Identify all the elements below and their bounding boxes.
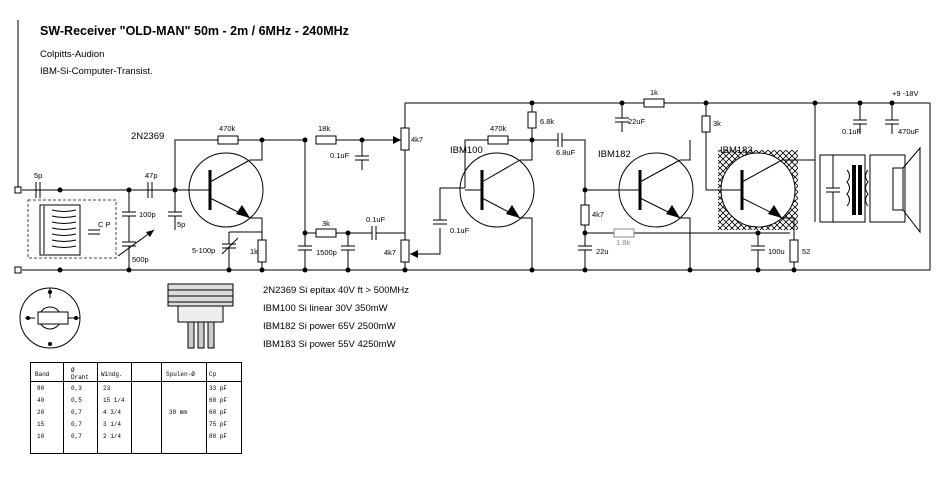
- row-band: 20: [37, 409, 45, 416]
- row-turns: 15 1/4: [103, 397, 125, 404]
- note-2n2369: 2N2369 Si epitax 40V ft > 500MHz: [263, 285, 410, 296]
- label-supply: +9 -18V: [892, 89, 918, 98]
- coil-table: Band Ø Draht Windg. Spulen-Ø Cp 80 0,3 2…: [30, 362, 242, 454]
- row-turns: 23: [103, 385, 111, 392]
- coil-box: [27, 199, 117, 259]
- note-ibm182: IBM182 Si power 65V 2500mW: [263, 321, 396, 332]
- row-band: 15: [37, 421, 45, 428]
- label-c-500p: 500p: [132, 255, 149, 264]
- label-c-ant: 5p: [34, 171, 42, 180]
- label-pot-4k7-1: 4k7: [411, 135, 423, 144]
- antenna-terminal: [14, 186, 22, 194]
- note-ibm100: IBM100 Si linear 30V 350mW: [263, 303, 388, 314]
- transistor-q4: [706, 152, 796, 228]
- label-c-47p: 47p: [145, 171, 158, 180]
- row-diameter: 30 mm: [169, 409, 188, 416]
- label-c-5p: 5p: [177, 220, 185, 229]
- row-turns: 2 1/4: [103, 433, 122, 440]
- label-c-0-1uf-4: 0.1uF: [842, 127, 862, 136]
- label-c-5-100p: 5-100p: [192, 246, 215, 255]
- label-r-3k-2: 3k: [713, 119, 721, 128]
- row-turns: 3 1/4: [103, 421, 122, 428]
- label-r-1k: 1k: [250, 247, 258, 256]
- transistor-q2: [459, 152, 535, 228]
- row-wire: 0,7: [71, 433, 82, 440]
- label-c-470uf: 470uF: [898, 127, 920, 136]
- label-c-22u: 22u: [596, 247, 609, 256]
- row-band: 80: [37, 385, 45, 392]
- schematic-title: SW-Receiver "OLD-MAN" 50m - 2m / 6MHz - …: [40, 24, 349, 38]
- label-c-6-8uf: 6.8uF: [556, 148, 576, 157]
- label-r-4k7: 4k7: [592, 210, 604, 219]
- row-wire: 0,5: [71, 397, 82, 404]
- label-c-cp: C P: [98, 220, 111, 229]
- label-q3: IBM182: [598, 149, 631, 160]
- label-q4: IBM183: [720, 145, 753, 156]
- col-header-diameter: Spulen-Ø: [166, 371, 195, 378]
- label-r-470k-2: 470k: [490, 124, 507, 133]
- row-cp: 80 pF: [209, 433, 228, 440]
- label-c-22uf: 22uF: [628, 117, 646, 126]
- subtitle-transistors: IBM-Si-Computer-Transist.: [40, 66, 153, 77]
- label-r-18k: 18k: [318, 124, 330, 133]
- label-c-0-1uf-3: 0.1uF: [450, 226, 470, 235]
- label-pot-4k7-2: 4k7: [384, 248, 396, 257]
- row-wire: 0,3: [71, 385, 82, 392]
- label-q2: IBM100: [450, 145, 483, 156]
- label-r-52: 52: [802, 247, 810, 256]
- coil-former-drawing: [167, 283, 234, 349]
- junction-dots: [57, 100, 895, 273]
- label-c-0-1uf-2: 0.1uF: [366, 215, 386, 224]
- row-cp: 75 pF: [209, 421, 228, 428]
- row-cp: 33 pF: [209, 385, 228, 392]
- speaker: [892, 146, 921, 234]
- row-band: 10: [37, 433, 45, 440]
- col-header-band: Band: [35, 371, 50, 378]
- label-c-0-1uf-1: 0.1uF: [330, 151, 350, 160]
- row-wire: 0,7: [71, 409, 82, 416]
- row-wire: 0,7: [71, 421, 82, 428]
- row-cp: 60 pF: [209, 409, 228, 416]
- col-header-cp: Cp: [209, 371, 217, 378]
- col-header-wire: Ø Draht: [71, 367, 90, 381]
- label-q1: 2N2369: [131, 131, 164, 142]
- coil-winding: [39, 204, 81, 256]
- subtitle-colpitts: Colpitts-Audion: [40, 49, 105, 60]
- row-band: 40: [37, 397, 45, 404]
- label-r-6k8: 6.8k: [540, 117, 554, 126]
- label-r-470k-1: 470k: [219, 124, 236, 133]
- label-r-1-8k: 1.8k: [616, 238, 630, 247]
- ground-terminal: [14, 266, 22, 274]
- label-r-3k: 3k: [322, 219, 330, 228]
- note-ibm183: IBM183 Si power 55V 4250mW: [263, 339, 396, 350]
- coil-table-header: Band Ø Draht Windg. Spulen-Ø Cp: [31, 363, 241, 382]
- transistor-q1: [175, 152, 264, 228]
- label-r-1k-top: 1k: [650, 88, 658, 97]
- label-c-100p: 100p: [139, 210, 156, 219]
- label-c-100u: 100u: [768, 247, 785, 256]
- row-turns: 4 3/4: [103, 409, 122, 416]
- label-c-1500p: 1500p: [316, 248, 337, 257]
- col-header-turns: Windg.: [101, 371, 123, 378]
- output-transformer: [814, 154, 866, 223]
- row-cp: 68 pF: [209, 397, 228, 404]
